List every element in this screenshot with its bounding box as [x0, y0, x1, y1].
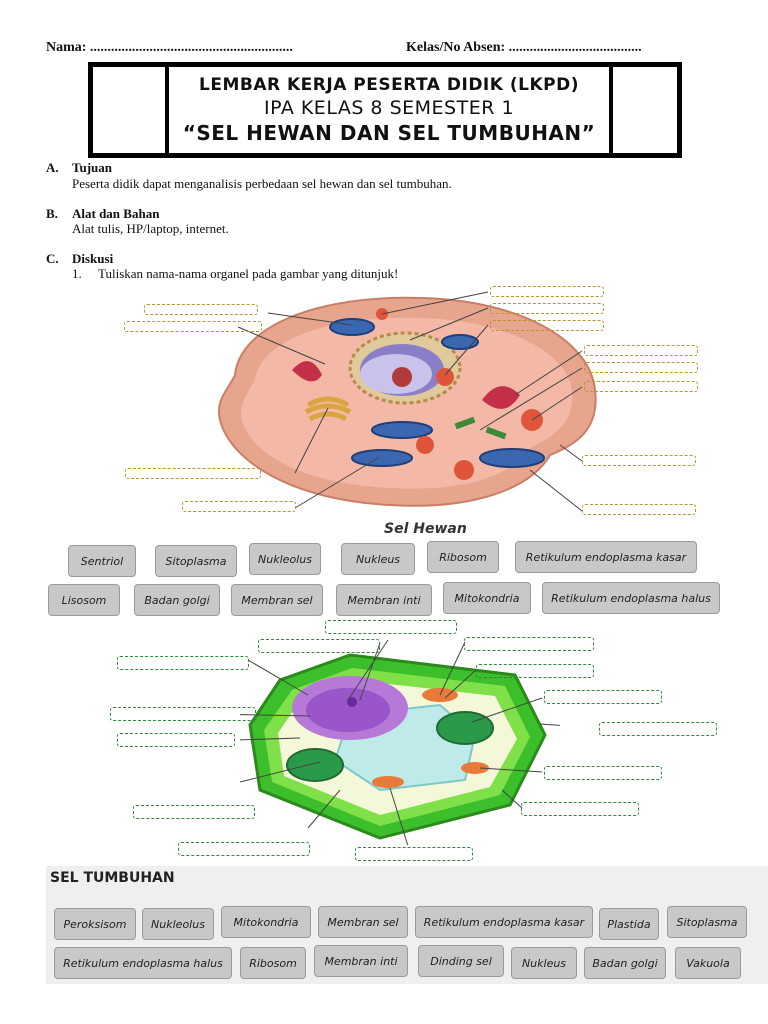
animal-word-badan-golgi[interactable]: Badan golgi — [134, 584, 220, 616]
plant-blank-11[interactable] — [133, 805, 255, 819]
animal-word-membran-inti[interactable]: Membran inti — [336, 584, 432, 616]
plant-blank-4[interactable] — [476, 664, 594, 678]
plant-word-sitoplasma[interactable]: Sitoplasma — [667, 906, 747, 938]
plant-blank-10[interactable] — [544, 766, 662, 780]
name-field-label: Nama: ..................................… — [46, 40, 293, 55]
plant-blank-2[interactable] — [325, 620, 457, 634]
plant-blank-8[interactable] — [599, 722, 717, 736]
title-inner: LEMBAR KERJA PESERTA DIDIK (LKPD) IPA KE… — [165, 67, 613, 153]
plant-blank-5[interactable] — [117, 656, 249, 670]
animal-word-nukleus[interactable]: Nukleus — [341, 543, 415, 575]
plant-blank-1[interactable] — [258, 639, 380, 653]
animal-word-membran-sel[interactable]: Membran sel — [231, 584, 323, 616]
plant-cell-caption: SEL TUMBUHAN — [50, 870, 175, 886]
plant-word-membran-sel[interactable]: Membran sel — [318, 906, 408, 938]
plant-word-dinding-sel[interactable]: Dinding sel — [418, 945, 504, 977]
animal-blank-10[interactable] — [182, 501, 296, 512]
plant-blank-14[interactable] — [355, 847, 473, 861]
animal-blank-8[interactable] — [584, 381, 698, 392]
section-c-title: Diskusi — [72, 251, 114, 266]
animal-blank-4[interactable] — [490, 303, 604, 314]
section-a-title: Tujuan — [72, 160, 112, 175]
plant-blank-3[interactable] — [464, 637, 594, 651]
plant-word-reh[interactable]: Retikulum endoplasma halus — [54, 947, 232, 979]
animal-word-rek[interactable]: Retikulum endoplasma kasar — [515, 541, 697, 573]
question-number: 1. — [72, 266, 82, 281]
plant-word-peroksisom[interactable]: Peroksisom — [54, 908, 136, 940]
plant-word-membran-inti[interactable]: Membran inti — [314, 945, 408, 977]
section-b-title: Alat dan Bahan — [72, 206, 160, 221]
animal-blank-9[interactable] — [125, 468, 261, 479]
animal-blank-12[interactable] — [582, 504, 696, 515]
plant-word-ribosom[interactable]: Ribosom — [240, 947, 306, 979]
section-c-letter: C. — [46, 251, 59, 266]
animal-blank-5[interactable] — [490, 320, 604, 331]
title-line-3: “SEL HEWAN DAN SEL TUMBUHAN” — [182, 121, 596, 145]
animal-word-sentriol[interactable]: Sentriol — [68, 545, 136, 577]
plant-word-mitokondria[interactable]: Mitokondria — [221, 906, 311, 938]
plant-word-vakuola[interactable]: Vakuola — [675, 947, 741, 979]
plant-blank-9[interactable] — [117, 733, 235, 747]
plant-blank-6[interactable] — [544, 690, 662, 704]
animal-blank-6[interactable] — [584, 345, 698, 356]
animal-blank-11[interactable] — [582, 455, 696, 466]
title-line-1: LEMBAR KERJA PESERTA DIDIK (LKPD) — [199, 75, 579, 95]
plant-word-rek[interactable]: Retikulum endoplasma kasar — [415, 906, 593, 938]
plant-blank-7[interactable] — [110, 707, 256, 721]
animal-word-sitoplasma[interactable]: Sitoplasma — [155, 545, 237, 577]
question-text: Tuliskan nama-nama organel pada gambar y… — [98, 266, 399, 281]
plant-word-plastida[interactable]: Plastida — [599, 908, 659, 940]
class-field-label: Kelas/No Absen: ........................… — [406, 40, 642, 55]
plant-word-nukleus[interactable]: Nukleus — [511, 947, 577, 979]
plant-blank-12[interactable] — [521, 802, 639, 816]
animal-blank-1[interactable] — [144, 304, 258, 315]
plant-word-nukleolus[interactable]: Nukleolus — [142, 908, 214, 940]
plant-cell-diagram — [240, 640, 560, 845]
animal-cell-diagram — [217, 291, 597, 512]
section-b-text: Alat tulis, HP/laptop, internet. — [72, 221, 229, 236]
animal-word-ribosom[interactable]: Ribosom — [427, 541, 499, 573]
section-a-text: Peserta didik dapat menganalisis perbeda… — [72, 176, 452, 191]
animal-cell-caption: Sel Hewan — [384, 521, 467, 537]
animal-blank-2[interactable] — [124, 321, 262, 332]
animal-word-lisosom[interactable]: Lisosom — [48, 584, 120, 616]
animal-blank-3[interactable] — [490, 286, 604, 297]
animal-word-reh[interactable]: Retikulum endoplasma halus — [542, 582, 720, 614]
section-b-letter: B. — [46, 206, 58, 221]
plant-word-badan-golgi[interactable]: Badan golgi — [584, 947, 666, 979]
section-a-letter: A. — [46, 160, 59, 175]
animal-word-nukleolus[interactable]: Nukleolus — [249, 543, 321, 575]
plant-blank-13[interactable] — [178, 842, 310, 856]
title-box: LEMBAR KERJA PESERTA DIDIK (LKPD) IPA KE… — [88, 62, 682, 158]
animal-blank-7[interactable] — [584, 362, 698, 373]
title-line-2: IPA KELAS 8 SEMESTER 1 — [263, 97, 515, 119]
animal-word-mitokondria[interactable]: Mitokondria — [443, 582, 531, 614]
